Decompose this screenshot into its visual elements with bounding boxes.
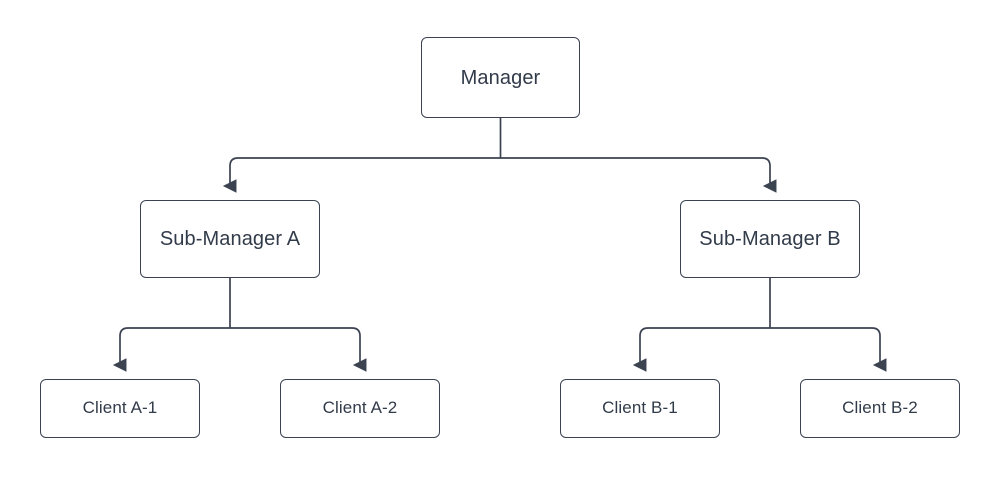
node-client-a-2-label: Client A-2 [322,398,398,418]
node-sub-manager-b-label: Sub-Manager B [699,228,841,250]
node-client-b-2[interactable]: Client B-2 [800,379,960,438]
node-sub-manager-a-label: Sub-Manager A [159,228,301,250]
edge-manager-to-sub-b [500,157,777,193]
node-client-b-2-label: Client B-2 [842,398,918,418]
node-manager-label: Manager [460,66,541,89]
node-manager[interactable]: Manager [421,37,580,118]
edge-sub-a-to-client-a-2 [230,327,367,372]
node-client-a-1-label: Client A-1 [82,398,158,418]
node-sub-manager-a[interactable]: Sub-Manager A [140,200,320,278]
edge-sub-a-to-client-a-1 [112,327,230,372]
edge-sub-b-to-client-b-2 [770,327,887,372]
edge-manager-to-sub-a [222,157,501,193]
node-client-a-2[interactable]: Client A-2 [280,379,440,438]
node-client-b-1[interactable]: Client B-1 [560,379,720,438]
node-client-b-1-label: Client B-1 [602,398,678,418]
edge-sub-b-to-client-b-1 [632,327,770,372]
node-sub-manager-b[interactable]: Sub-Manager B [680,200,860,278]
node-client-a-1[interactable]: Client A-1 [40,379,200,438]
